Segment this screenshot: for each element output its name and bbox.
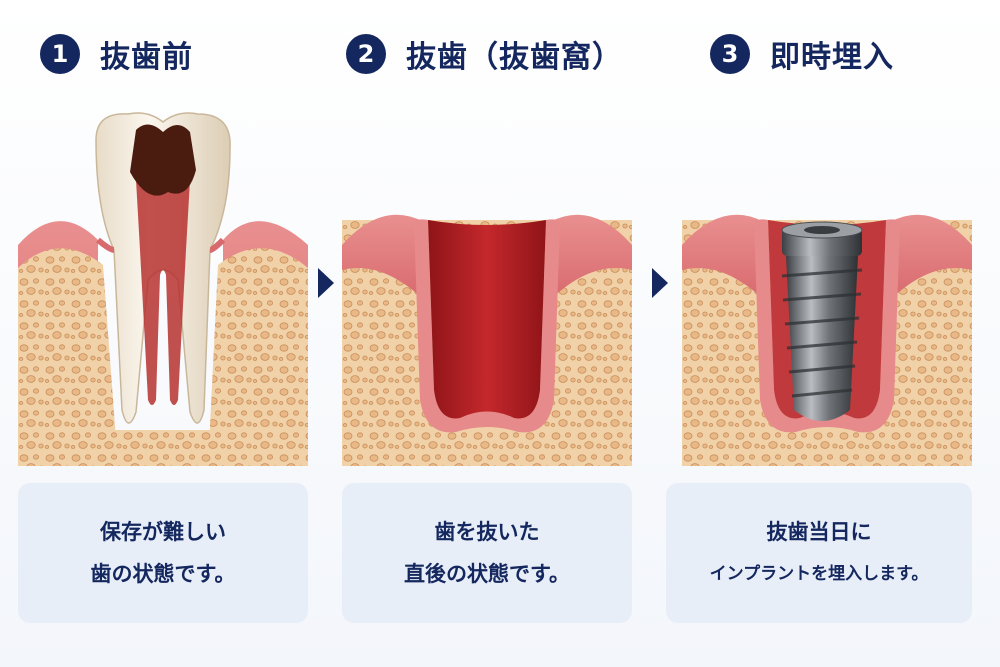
step-3-title: 3 即時埋入 <box>710 32 894 76</box>
caption-line: インプラントを埋入します。 <box>709 564 929 584</box>
scene-before-extraction <box>18 100 308 466</box>
step-label: 抜歯前 <box>100 40 193 75</box>
caption-box-2: 歯を抜いた 直後の状態です。 <box>342 483 632 623</box>
arrow-right-icon <box>652 268 668 298</box>
scene-immediate-implant <box>682 100 972 466</box>
step-1-title: 1 抜歯前 <box>40 32 193 76</box>
caption-line: 保存が難しい <box>100 520 226 544</box>
step-2-title: 2 抜歯（抜歯窩） <box>346 32 623 76</box>
step-label: 抜歯（抜歯窩） <box>406 40 623 75</box>
caption-line: 抜歯当日に <box>766 520 872 544</box>
caption-box-1: 保存が難しい 歯の状態です。 <box>18 483 308 623</box>
caption-line: 直後の状態です。 <box>404 562 570 586</box>
step-number-badge: 1 <box>40 34 80 74</box>
step-number-badge: 3 <box>710 34 750 74</box>
socket-icon <box>342 214 632 466</box>
tooth-icon <box>18 112 308 466</box>
arrow-right-icon <box>318 268 334 298</box>
caption-line: 歯を抜いた <box>434 520 540 544</box>
implant-icon <box>682 214 972 466</box>
caption-box-3: 抜歯当日に インプラントを埋入します。 <box>666 483 972 623</box>
caption-line: 歯の状態です。 <box>90 562 236 586</box>
step-label: 即時埋入 <box>770 40 894 75</box>
step-number-badge: 2 <box>346 34 386 74</box>
scene-extraction-socket <box>342 100 632 466</box>
